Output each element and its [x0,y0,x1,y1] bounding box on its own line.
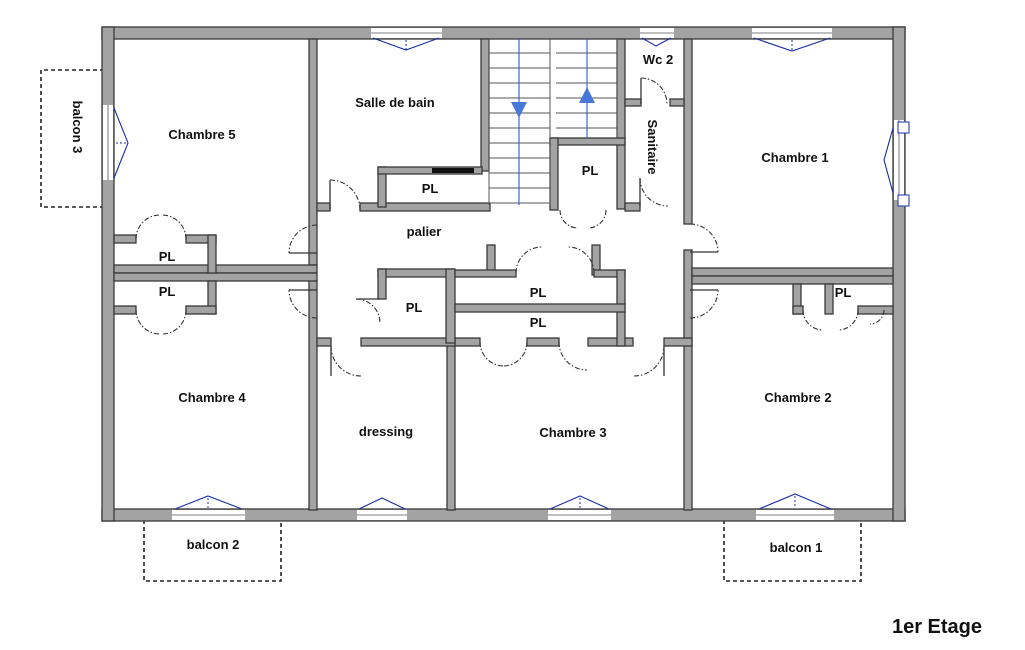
pl-west-lower-south-right [185,305,217,315]
stair-arrow-down-icon [511,102,527,118]
pl-east-south-left [792,305,804,315]
door-pl-west-lower [135,309,187,335]
door-bathroom [329,179,361,211]
pl-stair-west-wall [549,137,559,211]
label-chambre-5: Chambre 5 [168,127,235,142]
window-wc [640,32,674,47]
label-chambre-4: Chambre 4 [178,390,246,405]
door-pl-center-upper [515,246,595,274]
door-sanitaire [639,177,669,207]
label-pl-center-lower: PL [530,315,547,330]
label-chambre-2: Chambre 2 [764,390,831,405]
pl-west-lower-south-left [113,305,137,315]
wall-bath-west [308,38,318,266]
label-balcon-2: balcon 2 [187,537,240,552]
wall-sanitaire-south [624,202,641,212]
label-pl-stair: PL [582,163,599,178]
room-labels: Chambre 5 Salle de bain Wc 2 Sanitaire C… [168,52,831,440]
door-pl-center-lower [479,341,588,371]
balconies [40,69,862,582]
pl-stair-north-wall [549,137,626,146]
wall-ch3-north-east [663,337,693,347]
door-chambre-2 [689,289,719,319]
wall-bath-east [480,38,490,172]
wall-stair-east [616,38,626,210]
pl-east-south-right [857,305,894,315]
pl-center-small-east [445,268,456,344]
door-chambre-5 [288,224,318,254]
plan-title: 1er Etage [892,616,982,638]
door-chambre-1 [689,223,719,253]
label-dressing: dressing [359,424,413,439]
wall-ch4-north [113,272,318,282]
pl-bath-shelf [432,168,474,173]
pl-west-upper-east [207,234,217,274]
wall-wc-south-east [669,98,685,107]
window-chambre-5-west [107,105,129,180]
window-bath [371,32,442,51]
label-palier: palier [407,224,442,239]
wall-dressing-north-left [316,337,332,347]
door-pl-west-upper [135,214,187,240]
door-chambre-3 [633,345,665,377]
window-chambre-1-north [752,32,832,52]
label-pl-center-small: PL [406,300,423,315]
wall-bath-south-west [316,202,331,212]
label-chambre-3: Chambre 3 [539,425,606,440]
pl-west-upper-north-left [113,234,137,244]
pl-center-north-wall-left [454,269,517,278]
wall-dressing-north-right [360,337,456,347]
label-balcon-3: balcon 3 [70,101,85,154]
door-pl-center-small [355,298,381,324]
staircase [488,39,618,205]
label-pl-bath: PL [422,181,439,196]
window-chambre-1-east [883,120,910,207]
walls [101,26,906,522]
pl-center-divider [454,303,626,313]
pl-bath-north-wall [377,166,483,175]
door-dressing [330,345,362,377]
balcony-labels: balcon 3 balcon 2 balcon 1 [70,101,822,555]
label-balcon-1: balcon 1 [770,540,823,555]
label-pl-west-lower: PL [159,284,176,299]
window-chambre-4 [172,495,245,516]
stair-arrow-up-icon [579,87,595,103]
window-chambre-3 [548,495,611,516]
pl-center-small-west [377,268,387,300]
wall-ch2-north [691,275,894,285]
windows [107,32,910,516]
wall-ch3-north-right [587,337,634,347]
balcony-2-outline [143,520,282,582]
pl-east-mid [824,283,834,315]
wall-ch2-west [683,249,693,511]
doors [135,77,885,377]
label-pl-west-upper: PL [159,249,176,264]
label-sanitaire: Sanitaire [645,120,660,175]
door-pl-stair [559,209,607,229]
wall-ch3-north-left [454,337,481,347]
label-pl-center-upper: PL [530,285,547,300]
wall-wc-south [624,98,642,107]
door-chambre-4 [288,289,318,319]
balcony-1-outline [723,520,862,582]
label-chambre-1: Chambre 1 [761,150,828,165]
door-wc [640,77,668,105]
wall-dressing-east [446,342,456,511]
window-dressing [357,497,407,516]
wall-sanitaire-east [683,38,693,225]
outer-wall-west [101,26,115,522]
door-pl-east [802,309,885,331]
wall-ch3-north-mid [526,337,560,347]
label-wc: Wc 2 [643,52,673,67]
label-pl-east: PL [835,285,852,300]
balcony-3-outline [40,69,104,208]
window-chambre-2 [756,493,834,516]
closet-labels: PL PL PL PL PL PL PL PL [159,163,852,330]
pl-center-small-north [377,268,455,278]
label-salle-de-bain: Salle de bain [355,95,435,110]
wall-ch1-south [691,267,894,277]
outer-wall-east [892,26,906,522]
wall-ch4-east [308,279,318,511]
